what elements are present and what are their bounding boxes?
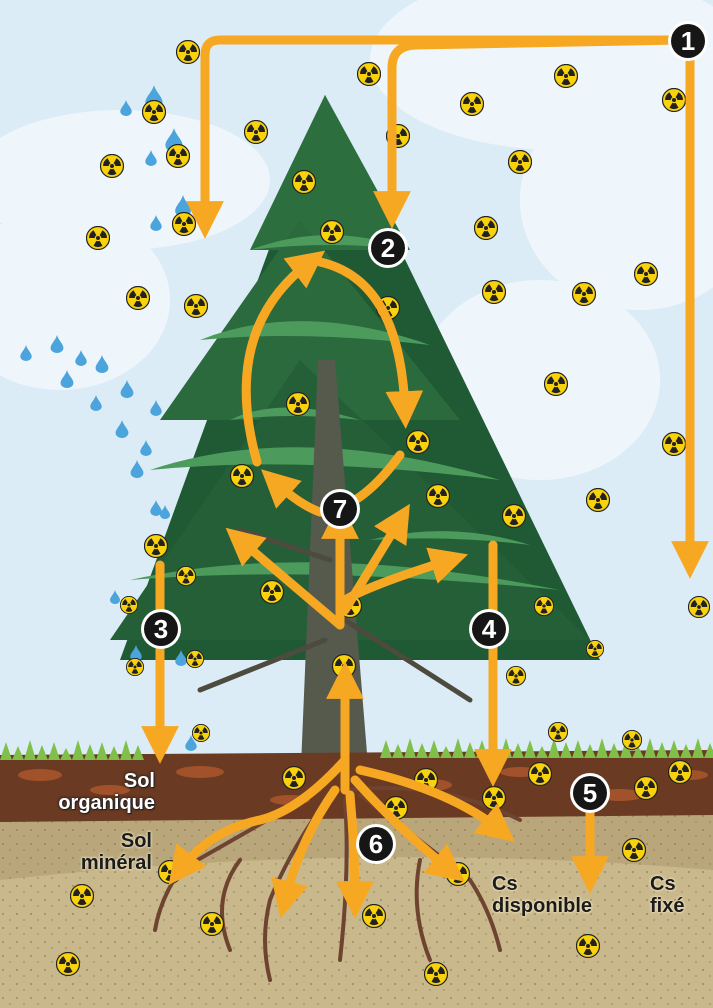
mineral-soil-label: Sol minéral [40,830,152,874]
step-6-badge: 6 [359,827,393,861]
step-7-badge: 7 [323,492,357,526]
cs-available-label: Cs disponible [492,873,622,917]
step-1-badge: 1 [671,24,705,58]
step-3-badge: 3 [144,612,178,646]
step-4-badge: 4 [472,612,506,646]
cs-fixed-label: Cs fixé [650,873,710,917]
step-5-badge: 5 [573,776,607,810]
organic-soil-label: Sol organique [30,770,155,814]
step-2-badge: 2 [371,231,405,265]
